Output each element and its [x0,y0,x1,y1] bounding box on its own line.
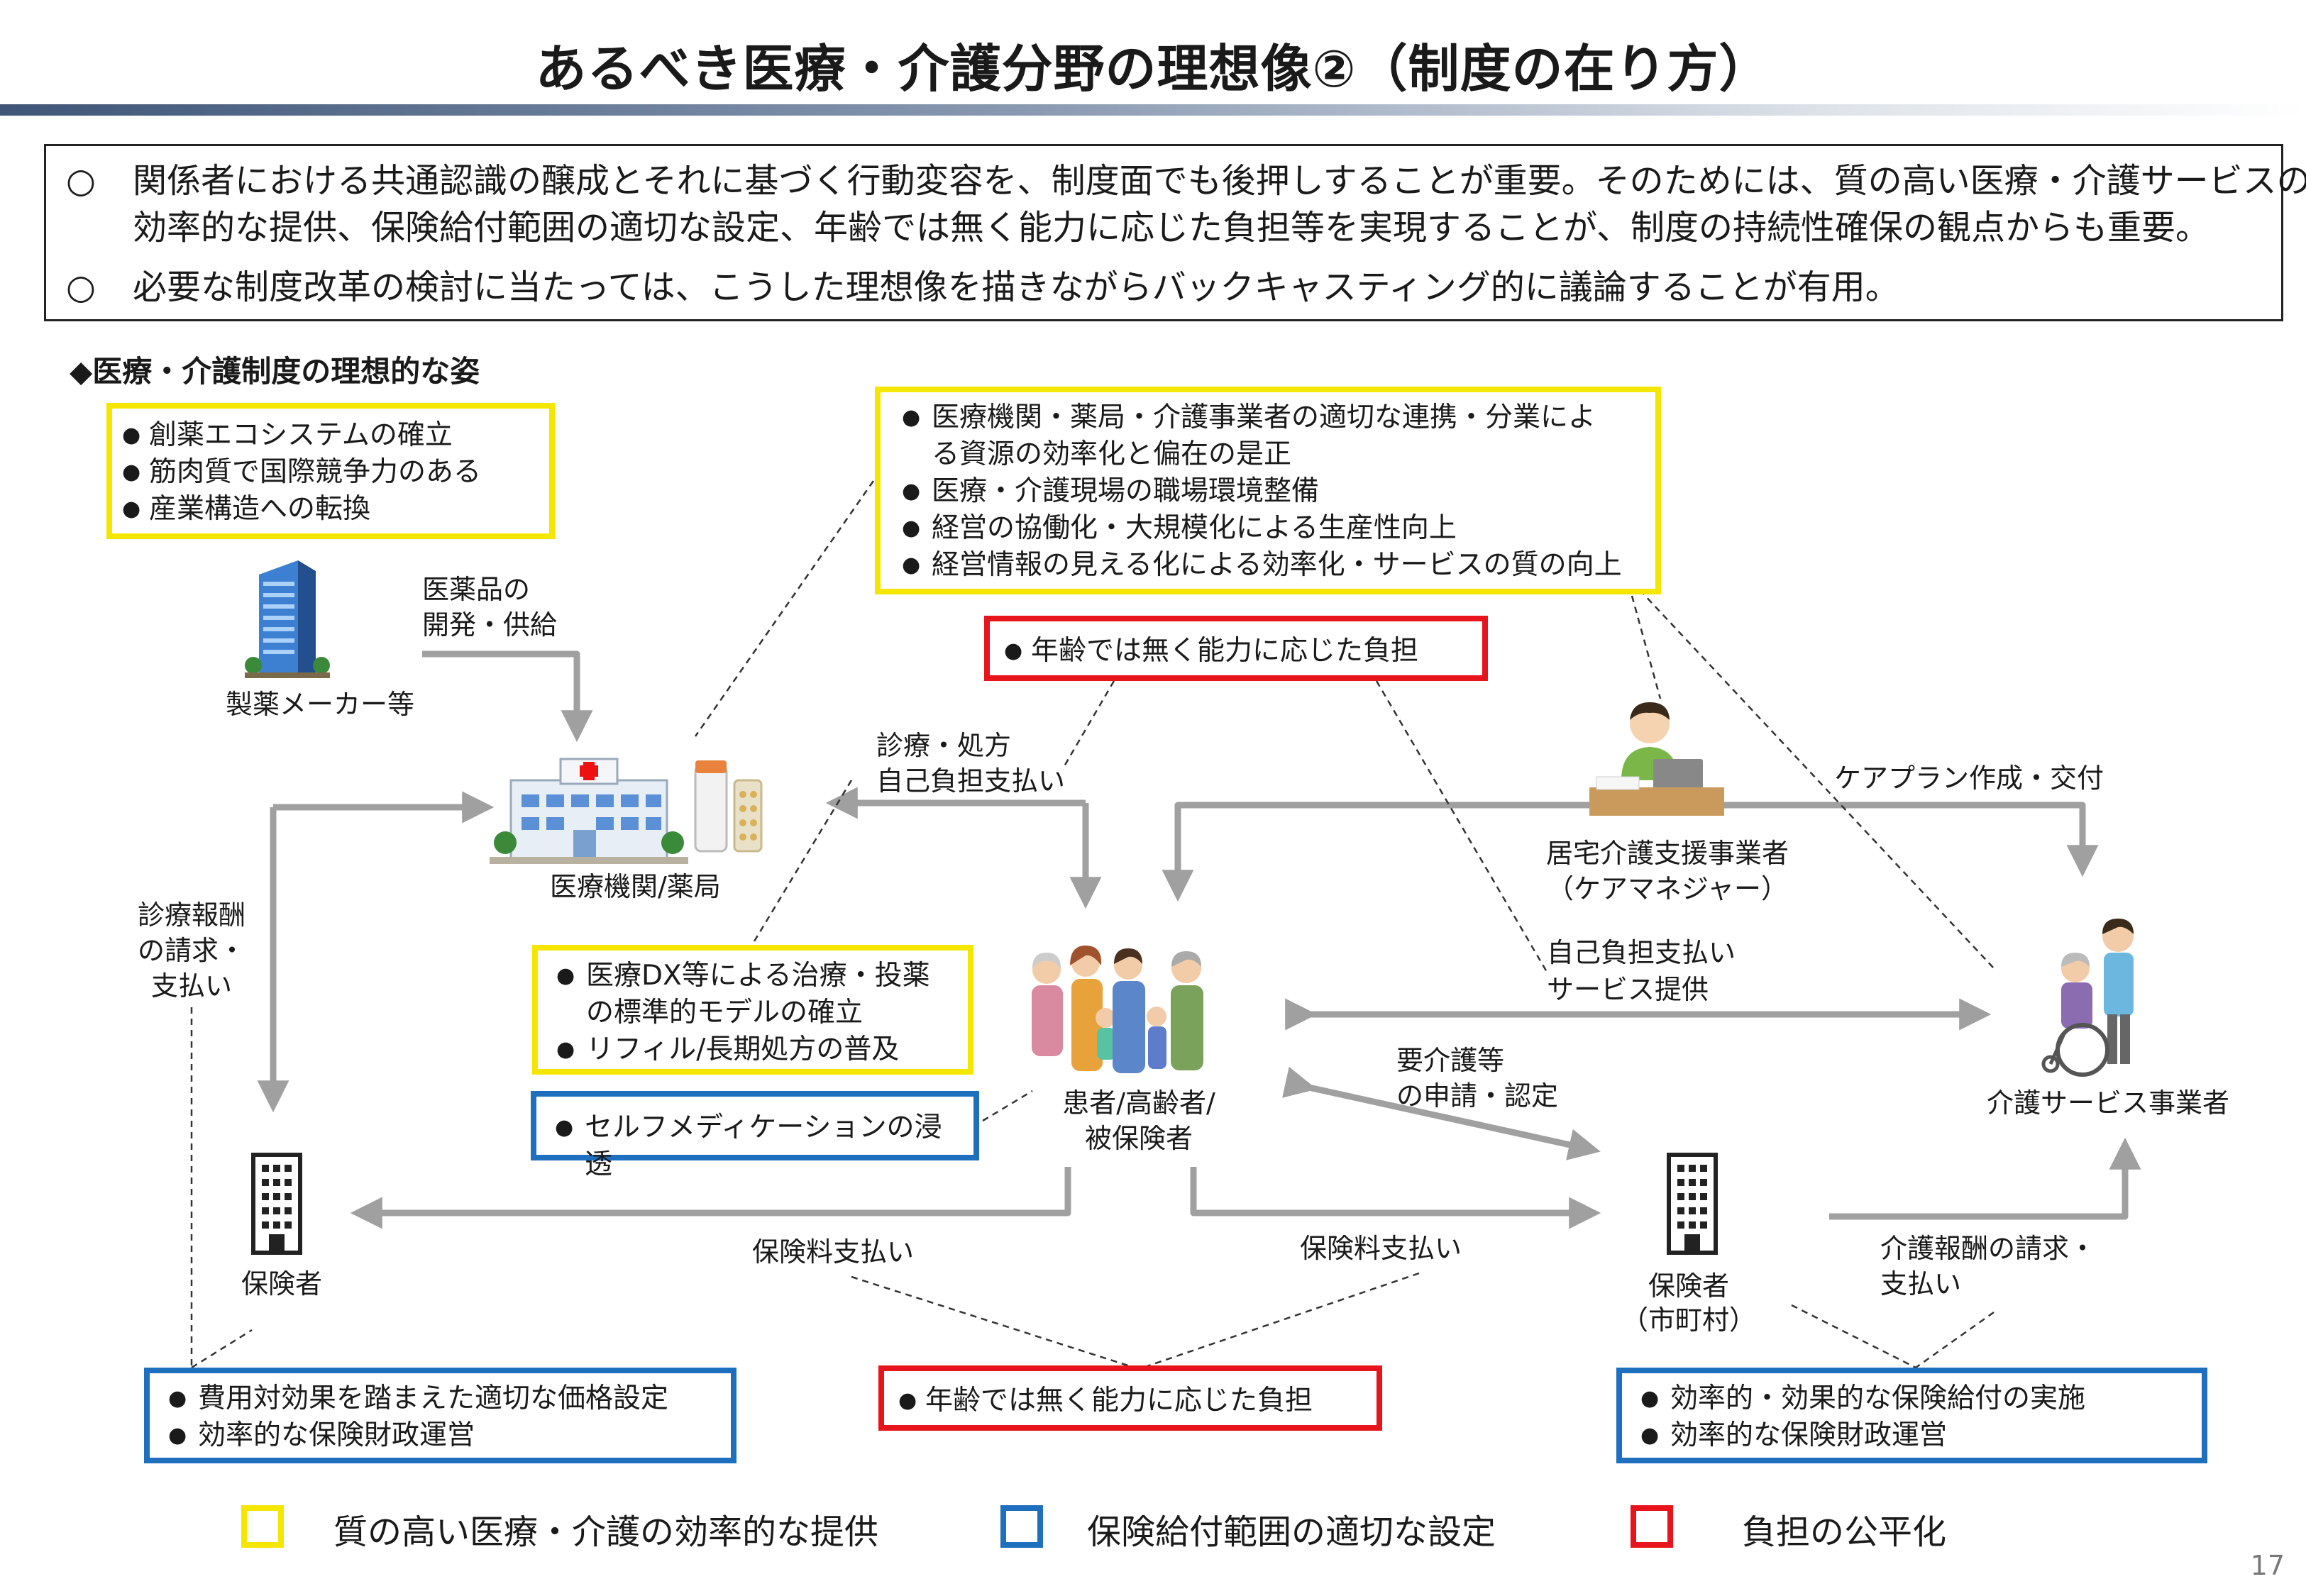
self-medication-box: セルフメディケーションの浸透 [531,1091,979,1180]
hospital-icon [490,758,763,864]
dashed-insurer-box-link [191,1329,253,1369]
care-fee-claim-label-1: 介護報酬の請求・ [1880,1233,2097,1264]
legend-blue-label: 保険給付範囲の適切な設定 [1087,1512,1496,1552]
office-building-icon [245,560,330,678]
arrow-care-plan-right [1561,802,2099,877]
provider-policy-item: 経営の協働化・大規模化による生産性向上 [896,510,1640,547]
pharma-policy-box: 創薬エコシステムの確立 筋肉質で国際競争力のある 産業構造への転換 [106,403,555,539]
burden-bottom-item: 年齢では無く能力に応じた負担 [898,1382,1362,1419]
arrow-drug-supply [422,650,593,743]
arrow-care-application-bidirectional [1282,1066,1601,1160]
premium-left-label: 保険料支払い [752,1236,915,1268]
municipal-insurer-label-1: 保険者 [1648,1270,1729,1302]
intro-bullet-2: ○ [66,267,96,307]
care-application-label-1: 要介護等 [1396,1045,1505,1076]
dashed-consultation-to-dx-box [751,780,853,946]
intro-summary-box: ○ 関係者における共通認識の醸成とそれに基づく行動変容を、制度面でも後押しするこ… [44,144,2306,321]
municipal-insurer-label-2: （市町村） [1621,1304,1756,1336]
municipal-policy-item: 効率的・効果的な保険給付の実施 [1635,1380,2189,1417]
insurer-label: 保険者 [241,1268,323,1299]
care-service-label-1: 自己負担支払い [1547,937,1736,968]
dashed-provider-box-to-hospital [694,471,881,737]
provider-policy-item: 経営情報の見える化による効率化・サービスの質の向上 [896,547,1640,584]
pharma-policy-item-cont-text: 産業構造への転換 [149,493,371,525]
provider-policy-box: 医療機関・薬局・介護事業者の適切な連携・分業によ る資源の効率化と偏在の是正 医… [875,387,1661,594]
wheelchair-caregiver-icon [2041,919,2134,1077]
arrow-premium-right [1190,1167,1601,1229]
arrow-care-fee-claim [1829,1137,2141,1220]
dashed-premium-right-to-burden [1138,1272,1420,1370]
dx-policy-item: 医療DX等による治療・投薬 [551,958,955,994]
care-manager-label-2: （ケアマネジャー） [1546,873,1789,904]
patients-label-1: 患者/高齢者/ [1062,1087,1215,1119]
hospital-label: 医療機関/薬局 [550,871,721,902]
provider-policy-item: 医療・介護現場の職場環境整備 [896,473,1640,510]
consultation-label-1: 診療・処方 [876,730,1012,761]
intro-item-1-line1: 関係者における共通認識の醸成とそれに基づく行動変容を、制度面でも後押しすることが… [133,161,2306,201]
section-heading: ◆医療・介護制度の理想的な姿 [70,354,480,389]
dashed-care-fee-to-box [1915,1311,1995,1369]
municipal-insurer-building-icon [1667,1153,1718,1255]
burden-top-box: 年齢では無く能力に応じた負担 [984,616,1488,681]
care-application-label-2: の申請・認定 [1396,1080,1559,1112]
legend-yellow-swatch [241,1505,284,1548]
drug-supply-label-1: 医薬品の [422,574,531,605]
page-number: 17 [2250,1550,2285,1581]
self-medication-item: セルフメディケーションの浸透 [549,1109,961,1183]
legend-red-swatch [1631,1505,1673,1548]
municipal-policy-item: 効率的な保険財政運営 [1635,1417,2189,1454]
medical-fee-claim-label-2: の請求・ [137,935,246,966]
pharma-policy-item: 筋肉質で国際競争力のある [122,454,539,491]
care-manager-at-desk-icon [1589,702,1724,816]
care-provider-label: 介護サービス事業者 [1987,1087,2230,1119]
burden-bottom-box: 年齢では無く能力に応じた負担 [878,1365,1382,1431]
dashed-burden-to-consultation [1063,680,1115,767]
dx-policy-item: リフィル/長期処方の普及 [551,1031,955,1068]
page-title: あるべき医療・介護分野の理想像②（制度の在り方） [535,39,1771,99]
provider-policy-item-cont: る資源の効率化と偏在の是正 [932,438,1292,470]
insurer-policy-item: 費用対効果を踏まえた適切な価格設定 [162,1380,718,1417]
intro-item-1-line2: 効率的な提供、保険給付範囲の適切な設定、年齢では無く能力に応じた負担等を実現する… [133,208,2210,248]
dx-policy-box: 医療DX等による治療・投薬 の標準的モデルの確立 リフィル/長期処方の普及 [532,945,973,1075]
municipal-policy-box: 効率的・効果的な保険給付の実施 効率的な保険財政運営 [1616,1368,2207,1463]
insurer-policy-box: 費用対効果を踏まえた適切な価格設定 効率的な保険財政運営 [144,1368,737,1463]
arrow-premium-left [350,1167,1071,1229]
insurer-building-icon [251,1153,302,1255]
dx-policy-item-cont: の標準的モデルの確立 [586,997,864,1029]
legend-blue-swatch [1000,1505,1043,1548]
arrow-care-plan-left [1162,802,1561,902]
dashed-burden-to-care-service [1375,680,1548,972]
intro-bullet-1: ○ [66,161,96,201]
premium-right-label: 保険料支払い [1300,1233,1462,1264]
dashed-self-medication-to-patients [982,1090,1033,1122]
intro-item-2-line1: 必要な制度改革の検討に当たっては、こうした理想像を描きながらバックキャスティング… [133,267,1899,307]
dashed-provider-box-to-care-manager [1631,595,1662,699]
pharma-policy-item: 創薬エコシステムの確立 [122,417,539,454]
burden-top-item: 年齢では無く能力に応じた負担 [1004,633,1468,670]
pharma-policy-item-cont: 産業構造への転換 [122,491,539,528]
dashed-municipal-to-box [1791,1304,1916,1369]
provider-policy-item: 医療機関・薬局・介護事業者の適切な連携・分業によ [896,399,1640,436]
dashed-provider-box-to-care-provider [1631,581,1995,969]
insurer-policy-item: 効率的な保険財政運営 [162,1417,718,1454]
legend-yellow-label: 質の高い医療・介護の効率的な提供 [333,1512,879,1552]
consultation-label-2: 自己負担支払い [876,765,1066,797]
family-icon [1032,946,1203,1073]
medical-fee-claim-label-3: 支払い [150,970,232,1002]
pharma-label: 製薬メーカー等 [226,689,415,720]
title-underline-bar [0,104,2306,116]
care-fee-claim-label-2: 支払い [1880,1268,1962,1299]
patients-label-2: 被保険者 [1084,1123,1193,1154]
medical-fee-claim-label-1: 診療報酬 [137,899,246,931]
care-manager-label-1: 居宅介護支援事業者 [1545,838,1789,869]
drug-supply-label-2: 開発・供給 [422,609,558,641]
dashed-premium-left-to-burden [851,1275,1140,1370]
care-service-label-2: サービス提供 [1547,974,1709,1005]
legend-red-label: 負担の公平化 [1742,1512,1947,1552]
care-plan-label: ケアプラン作成・交付 [1834,763,2104,794]
